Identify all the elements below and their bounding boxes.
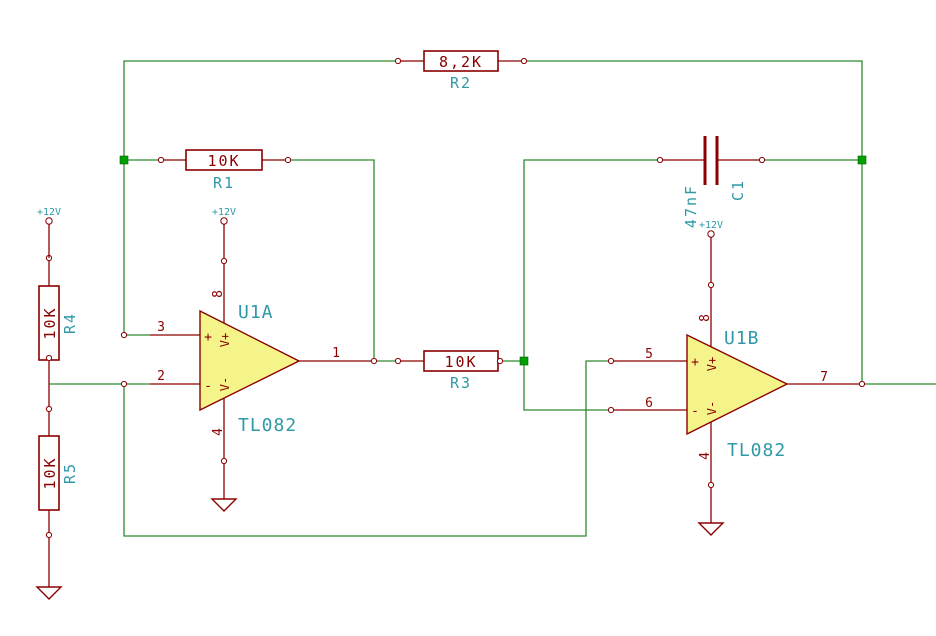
wire-r2-right bbox=[524, 60, 863, 160]
junctions bbox=[119, 155, 867, 366]
resistor-r2[interactable]: 8,2K R2 bbox=[394, 50, 528, 92]
resistor-r4[interactable]: 10K R4 bbox=[38, 254, 79, 384]
junction-dot bbox=[519, 356, 529, 366]
u1b-pin4-label: 4 bbox=[698, 452, 713, 460]
resistor-r1[interactable]: 10K R1 bbox=[157, 149, 292, 192]
wires bbox=[49, 60, 936, 537]
c1-value: 47nF bbox=[682, 184, 700, 228]
opamp-u1b[interactable]: 5 6 7 8 4 + - V+ V- U1B TL082 +12V bbox=[607, 220, 866, 511]
r1-ref: R1 bbox=[213, 174, 235, 192]
r5-value: 10K bbox=[41, 456, 59, 489]
wire-r2-left bbox=[123, 60, 398, 160]
wire-c1-left-net bbox=[523, 159, 660, 361]
junction-dot bbox=[119, 155, 129, 165]
power-left: +12V bbox=[37, 207, 61, 258]
u1b-part: TL082 bbox=[727, 440, 786, 461]
resistor-r5[interactable]: 10K R5 bbox=[38, 384, 79, 585]
u1b-ref: U1B bbox=[724, 328, 760, 349]
r4-value: 10K bbox=[41, 306, 59, 339]
u1a-pin4-label: 4 bbox=[211, 428, 226, 436]
u1b-vminus-mark: V- bbox=[705, 401, 719, 415]
ground-u1a-icon bbox=[210, 487, 238, 512]
r3-ref: R3 bbox=[450, 374, 472, 392]
junction-dot bbox=[857, 155, 867, 165]
u1b-pin8-label: 8 bbox=[698, 314, 713, 322]
u1b-vplus-mark: V+ bbox=[705, 357, 719, 371]
resistor-r3[interactable]: 10K R3 bbox=[394, 350, 504, 392]
ground-u1b-icon bbox=[697, 511, 725, 536]
u1a-pin3-label: 3 bbox=[157, 320, 165, 335]
u1a-vplus-mark: V+ bbox=[218, 333, 232, 347]
r1-value: 10K bbox=[207, 152, 240, 170]
r5-ref: R5 bbox=[61, 462, 79, 484]
u1b-power-label: +12V bbox=[699, 220, 723, 231]
c1-ref: C1 bbox=[729, 179, 747, 201]
u1a-ref: U1A bbox=[238, 302, 274, 323]
wire-bottom-loop bbox=[123, 360, 611, 537]
u1b-pin7-label: 7 bbox=[820, 370, 828, 385]
u1a-pin2-label: 2 bbox=[157, 369, 165, 384]
wire-r1-right bbox=[288, 159, 375, 361]
u1b-pin6-label: 6 bbox=[645, 396, 653, 411]
capacitor-c1[interactable]: 47nF C1 bbox=[656, 136, 766, 228]
r2-value: 8,2K bbox=[439, 53, 483, 71]
ground-left-icon bbox=[35, 585, 63, 600]
r2-ref: R2 bbox=[450, 74, 472, 92]
u1a-pin8-label: 8 bbox=[211, 290, 226, 298]
opamp-u1a[interactable]: 3 2 1 8 4 + - V+ V- U1A TL082 +12V bbox=[120, 207, 378, 487]
power-left-label: +12V bbox=[37, 207, 61, 218]
r3-value: 10K bbox=[444, 353, 477, 371]
u1a-minus-mark: - bbox=[204, 379, 212, 394]
u1b-plus-mark: + bbox=[691, 355, 699, 370]
u1a-vminus-mark: V- bbox=[218, 377, 232, 391]
wire-u1b-minus bbox=[523, 361, 611, 411]
u1a-part: TL082 bbox=[238, 415, 297, 436]
u1a-pin1-label: 1 bbox=[332, 346, 340, 361]
u1a-plus-mark: + bbox=[204, 330, 212, 345]
r4-ref: R4 bbox=[61, 312, 79, 334]
u1a-power-label: +12V bbox=[212, 207, 236, 218]
u1b-minus-mark: - bbox=[691, 404, 699, 419]
u1b-pin5-label: 5 bbox=[645, 347, 653, 362]
